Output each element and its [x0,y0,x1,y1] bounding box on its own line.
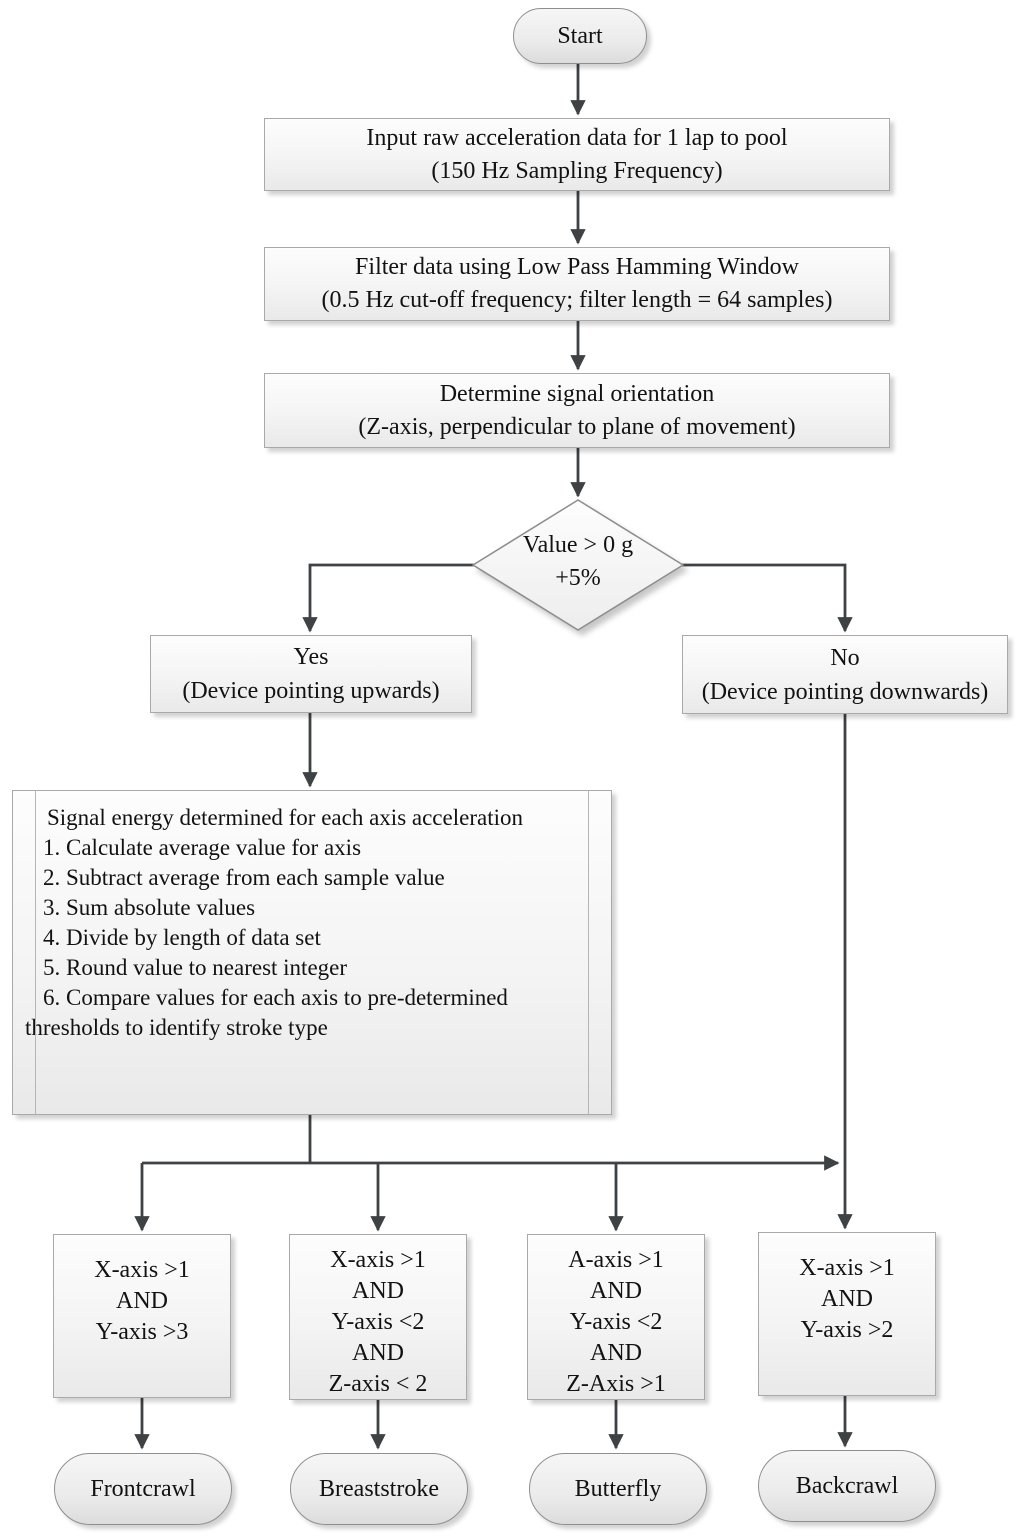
signal-energy-step3: 3. Sum absolute values [43,895,256,920]
cond-breaststroke-line1: X-axis >1 [330,1247,426,1273]
yes-line1: Yes [293,644,329,670]
decision-label: Value > 0 g +5% [473,529,683,595]
no-branch-box: No (Device pointing downwards) [682,635,1008,714]
cond-butterfly-line1: A-axis >1 [568,1247,664,1273]
connector-decision-to-no [682,563,853,633]
condition-butterfly-box: A-axis >1 AND Y-axis <2 AND Z-Axis >1 [527,1234,705,1400]
butterfly-label: Butterfly [574,1475,662,1502]
signal-energy-box: Signal energy determined for each axis a… [12,790,612,1115]
filter-line1: Filter data using Low Pass Hamming Windo… [355,254,799,280]
cond-butterfly-line2: AND [590,1278,642,1304]
input-data-line1: Input raw acceleration data for 1 lap to… [366,124,788,151]
cond-breaststroke-line4: AND [352,1340,404,1366]
cond-breaststroke-line5: Z-axis < 2 [328,1371,428,1397]
backcrawl-terminal: Backcrawl [758,1450,936,1522]
signal-energy-step4: 4. Divide by length of data set [43,925,321,950]
cond-frontcrawl-line2: AND [116,1288,168,1314]
cond-butterfly-line4: AND [590,1340,642,1366]
breaststroke-label: Breaststroke [319,1475,439,1502]
orientation-box: Determine signal orientation (Z-axis, pe… [264,373,890,448]
filter-line2: (0.5 Hz cut-off frequency; filter length… [321,287,833,313]
frontcrawl-terminal: Frontcrawl [54,1453,232,1525]
cond-breaststroke-line2: AND [352,1278,404,1304]
cond-backcrawl-line1: X-axis >1 [799,1255,895,1281]
no-line2: (Device pointing downwards) [701,678,989,705]
decision-line1: Value > 0 g [522,532,634,558]
cond-frontcrawl-line3: Y-axis >3 [95,1319,189,1345]
start-label: Start [557,22,603,49]
no-line1: No [830,644,860,671]
frontcrawl-label: Frontcrawl [90,1475,196,1502]
cond-butterfly-line5: Z-Axis >1 [566,1371,666,1397]
signal-energy-step6-wrap: thresholds to identify stroke type [25,1015,328,1040]
signal-energy-step2: 2. Subtract average from each sample val… [43,865,445,890]
cond-breaststroke-line3: Y-axis <2 [331,1309,425,1335]
decision-line2: +5% [555,565,601,591]
signal-energy-step6: 6. Compare values for each axis to pre-d… [43,985,508,1010]
signal-energy-step5: 5. Round value to nearest integer [43,955,348,980]
condition-backcrawl-box: X-axis >1 AND Y-axis >2 [758,1232,936,1396]
input-data-line2: (150 Hz Sampling Frequency) [431,157,723,184]
signal-energy-step1: 1. Calculate average value for axis [43,835,362,860]
start-node: Start [513,8,647,64]
cond-frontcrawl-line1: X-axis >1 [94,1257,190,1283]
signal-energy-title: Signal energy determined for each axis a… [47,805,523,830]
cond-backcrawl-line2: AND [821,1286,873,1312]
decision-diamond-shape [471,499,685,631]
connector-decision-to-yes [302,563,474,633]
backcrawl-label: Backcrawl [795,1472,899,1499]
butterfly-terminal: Butterfly [529,1453,707,1525]
cond-butterfly-line3: Y-axis <2 [569,1309,663,1335]
condition-frontcrawl-box: X-axis >1 AND Y-axis >3 [53,1234,231,1398]
input-data-box: Input raw acceleration data for 1 lap to… [264,118,890,191]
yes-branch-box: Yes (Device pointing upwards) [150,635,472,713]
filter-box: Filter data using Low Pass Hamming Windo… [264,247,890,321]
orientation-line1: Determine signal orientation [439,380,715,407]
orientation-line2: (Z-axis, perpendicular to plane of movem… [358,413,796,440]
breaststroke-terminal: Breaststroke [290,1453,468,1525]
yes-line2: (Device pointing upwards) [182,678,440,704]
condition-breaststroke-box: X-axis >1 AND Y-axis <2 AND Z-axis < 2 [289,1234,467,1400]
cond-backcrawl-line3: Y-axis >2 [800,1317,894,1343]
